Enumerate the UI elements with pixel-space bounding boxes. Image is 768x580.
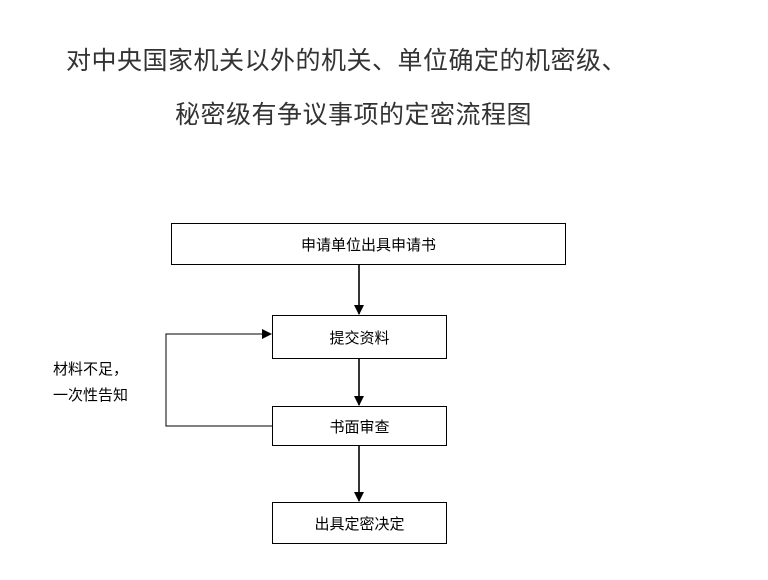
feedback-note-line-1: 材料不足， [53, 360, 129, 378]
feedback-note-line-2: 一次性告知 [53, 386, 129, 404]
step-submit-label: 提交资料 [329, 328, 390, 347]
feedback-note: 材料不足， 一次性告知 [53, 356, 128, 408]
diagram-title-line-2: 秘密级有争议事项的定密流程图 [175, 100, 533, 129]
feedback-loop-arrow [165, 329, 272, 427]
diagram-title-line-1: 对中央国家机关以外的机关、单位确定的机密级、 [66, 46, 628, 75]
step-decide-box: 出具定密决定 [272, 502, 447, 544]
step-review-label: 书面审查 [329, 417, 390, 436]
step-submit-box: 提交资料 [272, 315, 447, 359]
step-decide-label: 出具定密决定 [314, 514, 405, 533]
step-review-box: 书面审查 [272, 406, 447, 446]
step-apply-box: 申请单位出具申请书 [171, 223, 566, 265]
step-apply-label: 申请单位出具申请书 [300, 235, 436, 254]
